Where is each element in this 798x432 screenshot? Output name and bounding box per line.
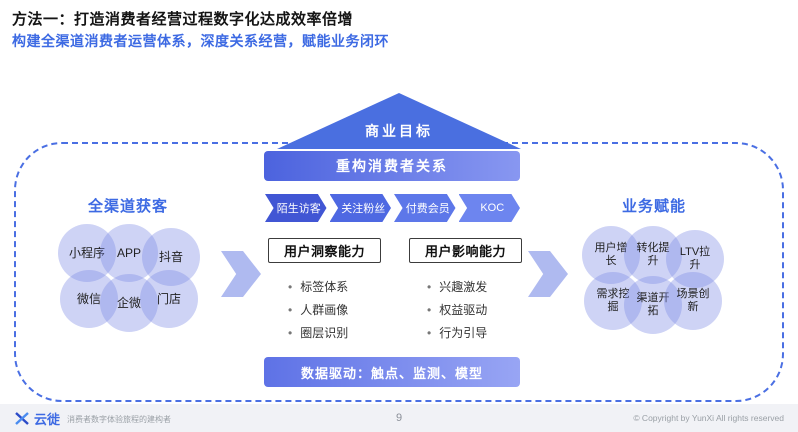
- enablement-circle-conversion: 转化提升: [624, 226, 682, 284]
- list-item: 标签体系: [288, 276, 348, 299]
- enablement-circle-channel: 渠道开拓: [624, 276, 682, 334]
- influence-ability-box: 用户影响能力: [409, 238, 522, 263]
- channel-circle-app: APP: [100, 224, 158, 282]
- logo-tagline: 消费者数字体验旅程的建构者: [67, 415, 172, 424]
- enablement-circle-demand: 需求挖掘: [584, 272, 642, 330]
- customer-stage-funnel: 陌生访客 关注粉丝 付费会员 KOC: [265, 194, 520, 222]
- stage-stranger-visitor: 陌生访客: [265, 194, 327, 222]
- enablement-circle-user-growth: 用户增长: [582, 226, 640, 284]
- influence-ability-list: 兴趣激发 权益驱动 行为引导: [427, 276, 487, 345]
- stage-follower: 关注粉丝: [329, 194, 391, 222]
- stage-koc: KOC: [458, 194, 520, 222]
- list-item: 圈层识别: [288, 322, 348, 345]
- rebuild-relationship-bar: 重构消费者关系: [264, 151, 520, 181]
- insight-ability-box: 用户洞察能力: [268, 238, 381, 263]
- list-item: 兴趣激发: [427, 276, 487, 299]
- copyright-text: © Copyright by YunXi All rights reserved: [633, 413, 784, 423]
- enablement-section-title: 业务赋能: [621, 198, 686, 215]
- enablement-circle-scenario: 场景创新: [664, 272, 722, 330]
- data-driven-bar: 数据驱动：触点、监测、模型: [264, 357, 520, 387]
- acquisition-section-title: 全渠道获客: [87, 198, 168, 215]
- insight-ability-list: 标签体系 人群画像 圈层识别: [288, 276, 348, 345]
- channel-circle-wechat: 微信: [60, 270, 118, 328]
- yunxi-logo-icon: [15, 411, 29, 425]
- page-title: 方法一：打造消费者经营过程数字化达成效率倍增: [12, 11, 354, 28]
- page-subtitle: 构建全渠道消费者运营体系，深度关系经营，赋能业务闭环: [12, 33, 389, 49]
- channel-circle-wecom: 企微: [100, 274, 158, 332]
- channel-circle-store: 门店: [140, 270, 198, 328]
- list-item: 行为引导: [427, 322, 487, 345]
- business-goal-banner: 商业目标: [277, 93, 521, 149]
- enablement-circle-ltv: LTV拉升: [666, 230, 724, 288]
- yunxi-logo-text: 云徙: [34, 411, 61, 427]
- list-item: 权益驱动: [427, 299, 487, 322]
- business-goal-label: 商业目标: [365, 123, 433, 139]
- list-item: 人群画像: [288, 299, 348, 322]
- yunxi-logo: 云徙 消费者数字体验旅程的建构者: [14, 409, 171, 428]
- page-number: 9: [395, 412, 403, 424]
- channel-circle-douyin: 抖音: [142, 228, 200, 286]
- business-enablement-cluster: 用户增长 转化提升 LTV拉升 需求挖掘 渠道开拓 场景创新: [582, 226, 724, 336]
- slide-footer: 云徙 消费者数字体验旅程的建构者 9 © Copyright by YunXi …: [0, 404, 798, 432]
- acquisition-channels-cluster: 小程序 APP 抖音 微信 企微 门店: [58, 224, 200, 334]
- channel-circle-miniprogram: 小程序: [58, 224, 116, 282]
- stage-paid-member: 付费会员: [394, 194, 456, 222]
